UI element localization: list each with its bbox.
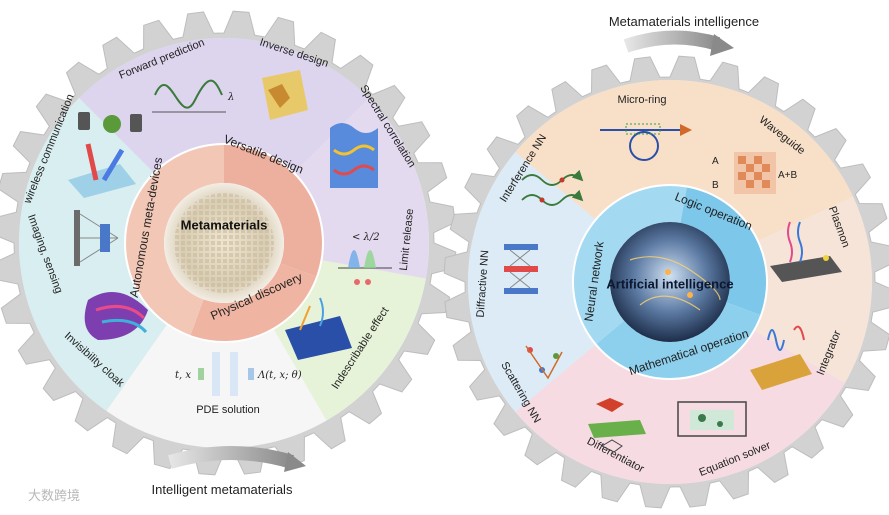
left-center-label: Metamaterials — [181, 217, 268, 232]
port-ab-label: A+B — [778, 170, 798, 181]
right-ring-neural — [574, 185, 687, 344]
plasmon-icon — [770, 221, 842, 282]
left-ring-physical — [190, 263, 317, 341]
neuron-network-icon — [629, 256, 721, 311]
diffractive-nn-layers-icon — [504, 244, 538, 294]
lambda-half-label: < λ/2 — [352, 232, 380, 243]
right-gear: Artificial intelligence Logic operation … — [443, 14, 889, 509]
pde-output-label: Λ(t, x; θ) — [257, 370, 302, 381]
inverse-design-pattern-icon — [262, 70, 308, 120]
forward-prediction-graph-icon: λ — [152, 79, 234, 113]
sector-diffractive-nn: Diffractive NN — [475, 250, 492, 318]
spectral-correlation-icon — [330, 123, 378, 188]
left-caption-arrowhead — [284, 452, 306, 472]
sector-fill-optics — [515, 80, 854, 241]
sector-fill-spectral — [294, 98, 429, 279]
wireless-communication-icon — [68, 112, 142, 198]
left-ring-autonomous — [126, 145, 224, 336]
micro-ring-icon — [600, 123, 692, 161]
integrator-chip-icon — [750, 325, 812, 390]
invisibility-cloak-icon — [84, 292, 148, 340]
pde-input-label: t, x — [175, 370, 191, 381]
limit-release-peaks-icon: < λ/2 — [338, 232, 392, 285]
differentiator-star-icon — [588, 398, 646, 453]
left-gear: Metamaterials Versatile design Physical … — [0, 10, 457, 497]
lambda-symbol: λ — [227, 92, 234, 103]
sector-fill-plasmon — [754, 196, 872, 383]
scattering-nn-icon — [525, 345, 563, 380]
right-sector-fills — [467, 80, 872, 484]
equation-solver-icon — [677, 401, 747, 437]
right-ring-math — [596, 302, 761, 378]
right-caption-arrowhead — [710, 34, 734, 56]
right-ring-logic — [680, 187, 766, 315]
indescribable-effect-icon — [285, 297, 352, 360]
port-a-label: A — [712, 156, 719, 167]
sector-micro-ring: Micro-ring — [618, 94, 667, 106]
left-ring-versatile — [224, 145, 322, 277]
right-caption-arrow — [623, 30, 721, 53]
right-caption: Metamaterials intelligence — [609, 14, 759, 29]
waveguide-checker-icon: A B A+B — [712, 152, 798, 194]
port-b-label: B — [712, 180, 719, 191]
sector-fill-neural — [467, 152, 595, 412]
right-core — [610, 222, 730, 342]
left-caption: Intelligent metamaterials — [152, 482, 293, 497]
sector-pde-solution: PDE solution — [196, 404, 260, 416]
imaging-sensing-array-icon — [74, 210, 119, 266]
sector-fill-limit-indescribable — [274, 260, 426, 421]
metamaterial-lattice-icon — [174, 193, 274, 293]
left-caption-arrow — [168, 446, 295, 469]
interference-nn-icon — [521, 169, 584, 206]
right-center-label: Artificial intelligence — [606, 276, 733, 291]
watermark-logo: 大数跨境 — [28, 489, 80, 504]
pde-network-icon: t, x Λ(t, x; θ) — [175, 352, 302, 396]
